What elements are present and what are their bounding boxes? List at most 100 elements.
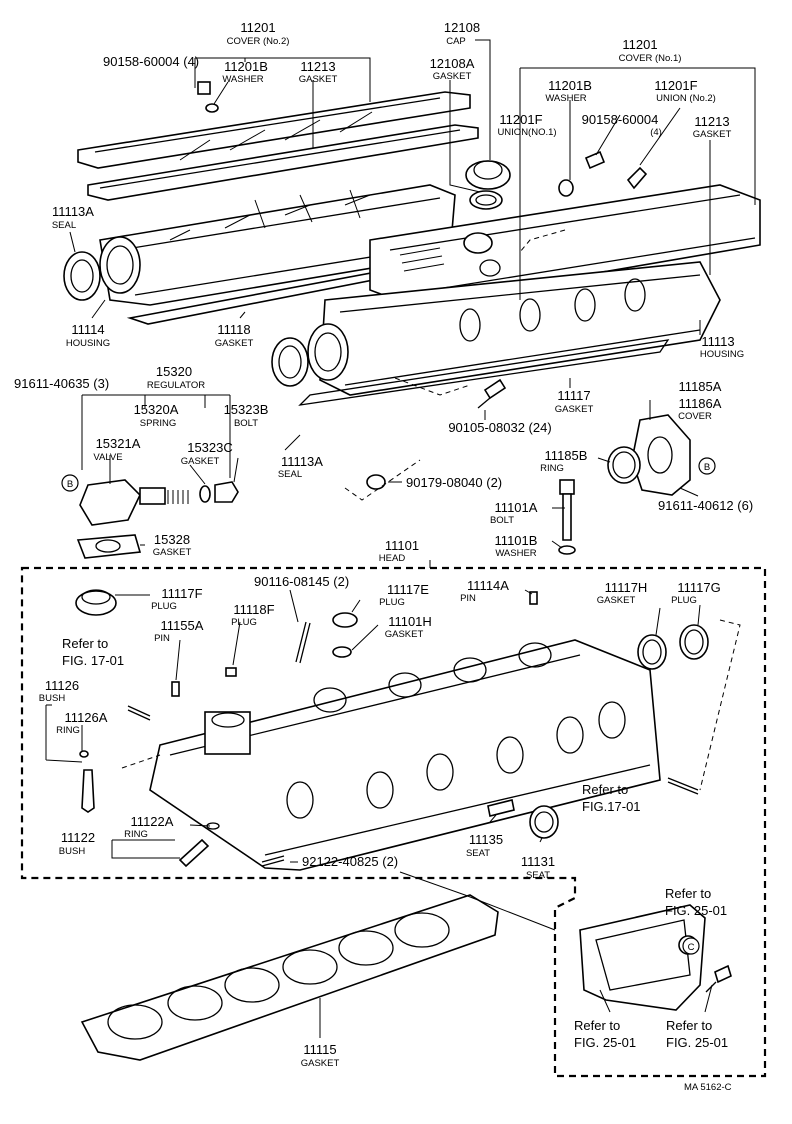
- label-l38-name: PIN: [460, 593, 476, 604]
- label-l15-num: 11118: [217, 322, 250, 337]
- ref-r5-line1: Refer to: [666, 1018, 712, 1033]
- label-l10-name: UNION(NO.1): [497, 127, 556, 138]
- label-l39-name: GASKET: [597, 595, 636, 606]
- marker-b-right: B: [698, 457, 716, 475]
- label-l22-num: 15323C: [187, 440, 233, 455]
- svg-text:C: C: [688, 942, 695, 953]
- diagram-code: MA 5162-C: [684, 1082, 732, 1093]
- label-l51-num: 11115: [303, 1042, 336, 1057]
- label-l46-num: 11122A: [131, 814, 174, 829]
- label-l42-name: GASKET: [385, 629, 424, 640]
- label-l36-num: 90116-08145 (2): [254, 574, 349, 589]
- label-l13-name: SEAL: [52, 220, 76, 231]
- label-l42-num: 11101H: [388, 614, 432, 629]
- label-l12-num: 11213: [694, 114, 729, 129]
- label-l11-num: 90158-60004: [582, 112, 659, 127]
- head-gasket-drawing: [80, 894, 499, 1061]
- label-l12-name: GASKET: [693, 129, 732, 140]
- label-l8-num: 11201B: [548, 78, 592, 93]
- label-l32-num: 11101A: [495, 500, 538, 515]
- label-l34-name: HEAD: [379, 553, 406, 564]
- label-l51-name: GASKET: [301, 1058, 340, 1069]
- label-l26-name: SEAL: [278, 469, 302, 480]
- cylinder-head-drawing: [149, 639, 661, 871]
- label-l47-num: 11122: [61, 830, 95, 845]
- label-l49-num: 11135: [469, 832, 503, 847]
- ref-r4-line1: Refer to: [574, 1018, 620, 1033]
- label-l15-name: GASKET: [215, 338, 254, 349]
- label-l7-num: 12108A: [430, 56, 475, 71]
- label-l7-name: GASKET: [433, 71, 472, 82]
- label-l20-num: 15323B: [224, 402, 269, 417]
- ref-r1-line2: FIG. 17-01: [62, 653, 124, 668]
- label-l25-num: 90105-08032 (24): [448, 420, 551, 435]
- label-l21-num: 15321A: [96, 436, 141, 451]
- cover-no2-drawing: [77, 91, 479, 201]
- cover-11186a-drawing: [607, 414, 691, 496]
- label-l30-num: 11185B: [545, 448, 588, 463]
- cap-12108-drawing: [465, 160, 511, 210]
- svg-text:B: B: [67, 479, 73, 490]
- label-l31-num: 91611-40612 (6): [658, 498, 753, 513]
- label-l22-name: GASKET: [181, 456, 220, 467]
- label-l37-num: 11117E: [387, 582, 429, 597]
- label-l23-name: GASKET: [153, 547, 192, 558]
- label-l30-name: RING: [540, 463, 564, 474]
- label-l2-name: CAP: [446, 36, 466, 47]
- regulator-drawing: [76, 479, 239, 559]
- label-l13-num: 11113A: [52, 204, 94, 219]
- head-small-parts-drawing: [75, 589, 709, 868]
- ref-r2-line2: FIG.17-01: [582, 799, 641, 814]
- label-l6-num: 11213: [300, 59, 335, 74]
- housing-11114-drawing: [63, 184, 456, 306]
- label-l35-num: 11117F: [161, 586, 202, 601]
- label-l23-num: 15328: [154, 532, 190, 547]
- label-l20-name: BOLT: [234, 418, 258, 429]
- leader-lines: [45, 39, 756, 1038]
- label-l46-name: RING: [124, 829, 148, 840]
- label-l3-name: COVER (No.1): [619, 53, 682, 64]
- label-l5-num: 11201B: [224, 59, 268, 74]
- label-l29-num: 11186A: [679, 396, 722, 411]
- label-l19-name: SPRING: [140, 418, 176, 429]
- label-l39-num: 11117H: [605, 580, 648, 595]
- label-l41-num: 11118F: [233, 602, 274, 617]
- label-l47-name: BUSH: [59, 846, 86, 857]
- label-l37-name: PLUG: [379, 597, 405, 608]
- label-l16-name: HOUSING: [700, 349, 744, 360]
- label-l9-name: UNION (No.2): [656, 93, 716, 104]
- label-l1-name: COVER (No.2): [227, 36, 290, 47]
- label-l18-name: REGULATOR: [147, 380, 205, 391]
- label-l41-name: PLUG: [231, 617, 257, 628]
- label-l3-num: 11201: [622, 37, 657, 52]
- bolts-mid-drawing: [366, 378, 507, 490]
- label-l18-num: 15320: [156, 364, 192, 379]
- label-l40-name: PLUG: [671, 595, 697, 606]
- label-l8-name: WASHER: [545, 93, 586, 104]
- label-l44-num: 11126: [45, 678, 79, 693]
- label-l24-name: GASKET: [555, 404, 594, 415]
- label-l17-num: 91611-40635 (3): [14, 376, 109, 391]
- label-l4-num: 90158-60004 (4): [103, 54, 199, 69]
- label-l48-num: 92122-40825 (2): [302, 854, 398, 869]
- label-l24-num: 11117: [557, 388, 590, 403]
- label-l28-num: 11185A: [679, 379, 722, 394]
- marker-c: C: [682, 937, 700, 955]
- label-l44-name: BUSH: [39, 693, 66, 704]
- timing-plate-drawing: [579, 904, 732, 1011]
- label-l38-num: 11114A: [467, 578, 509, 593]
- top-fasteners-drawing: [197, 81, 648, 197]
- label-l6-name: GASKET: [299, 74, 338, 85]
- ref-r4-line2: FIG. 25-01: [574, 1035, 636, 1050]
- label-l40-num: 11117G: [677, 580, 720, 595]
- label-l14-name: HOUSING: [66, 338, 110, 349]
- label-l43-name: PIN: [154, 633, 170, 644]
- label-l49-name: SEAT: [466, 848, 490, 859]
- label-l21-name: VALVE: [93, 452, 122, 463]
- ref-r3-line2: FIG. 25-01: [665, 903, 727, 918]
- svg-text:B: B: [704, 462, 710, 473]
- label-l2-num: 12108: [444, 20, 480, 35]
- label-l1-num: 11201: [240, 20, 275, 35]
- ref-r1-line1: Refer to: [62, 636, 108, 651]
